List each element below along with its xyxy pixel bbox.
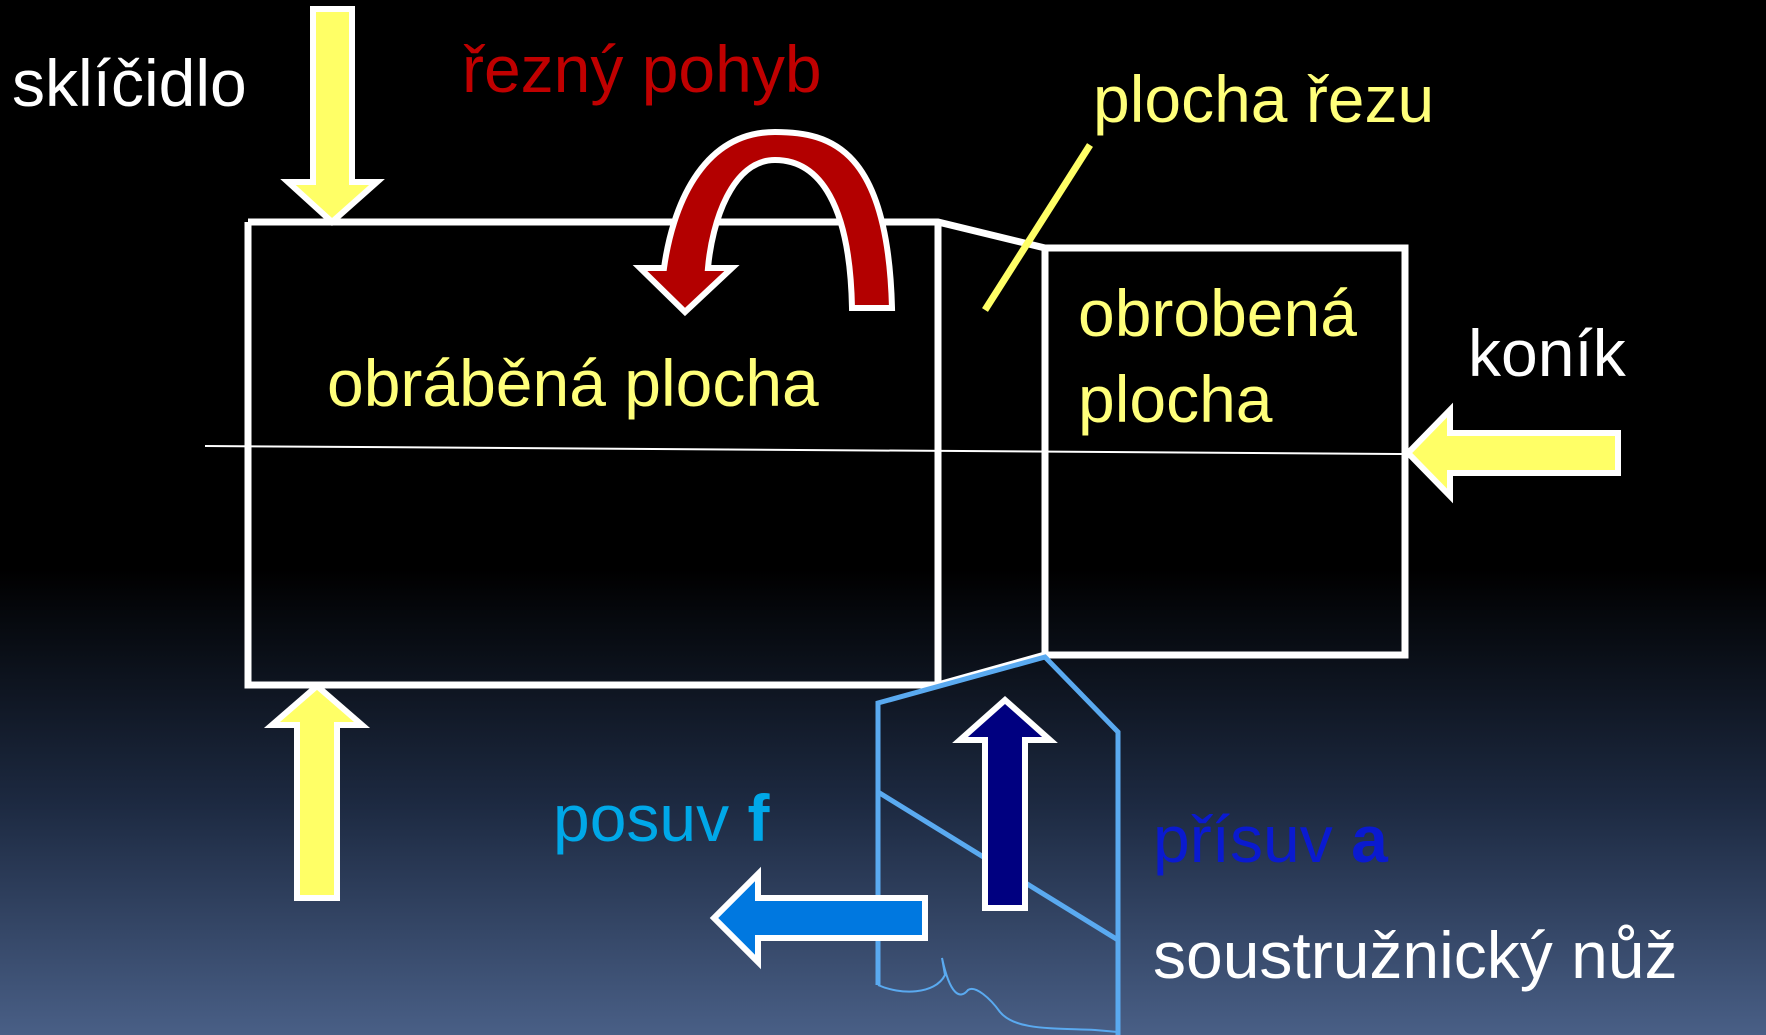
machined-surface-label: obráběná plocha bbox=[327, 346, 819, 420]
finished-surface-label-line2: plocha bbox=[1078, 362, 1273, 436]
infeed-label: přísuv a bbox=[1153, 806, 1388, 872]
feed-label-text: posuv bbox=[553, 781, 748, 855]
cutting-motion-label: řezný pohyb bbox=[462, 32, 822, 106]
feed-arrow bbox=[709, 866, 928, 970]
cutting-motion-arrow bbox=[632, 128, 896, 317]
feed-label: posuv f bbox=[553, 785, 769, 851]
workpiece-outline bbox=[244, 218, 1049, 689]
chuck-label: sklíčidlo bbox=[12, 46, 247, 120]
feed-symbol: f bbox=[747, 781, 770, 855]
tailstock-label: koník bbox=[1468, 316, 1626, 390]
cut-surface-pointer bbox=[982, 143, 1093, 312]
chuck-top-arrow bbox=[280, 6, 385, 227]
tool-outline bbox=[875, 654, 1121, 1035]
axis-line bbox=[204, 445, 1406, 455]
chuck-bottom-arrow bbox=[263, 682, 371, 901]
cut-surface-label: plocha řezu bbox=[1093, 62, 1435, 136]
tool-holder-break bbox=[877, 957, 1119, 1033]
tool-label: soustružnický nůž bbox=[1153, 918, 1678, 992]
infeed-label-text: přísuv bbox=[1153, 802, 1352, 876]
infeed-arrow bbox=[952, 695, 1058, 911]
finished-surface-label-line1: obrobená bbox=[1078, 276, 1357, 350]
tailstock-arrow bbox=[1403, 402, 1621, 504]
infeed-symbol: a bbox=[1351, 802, 1388, 876]
